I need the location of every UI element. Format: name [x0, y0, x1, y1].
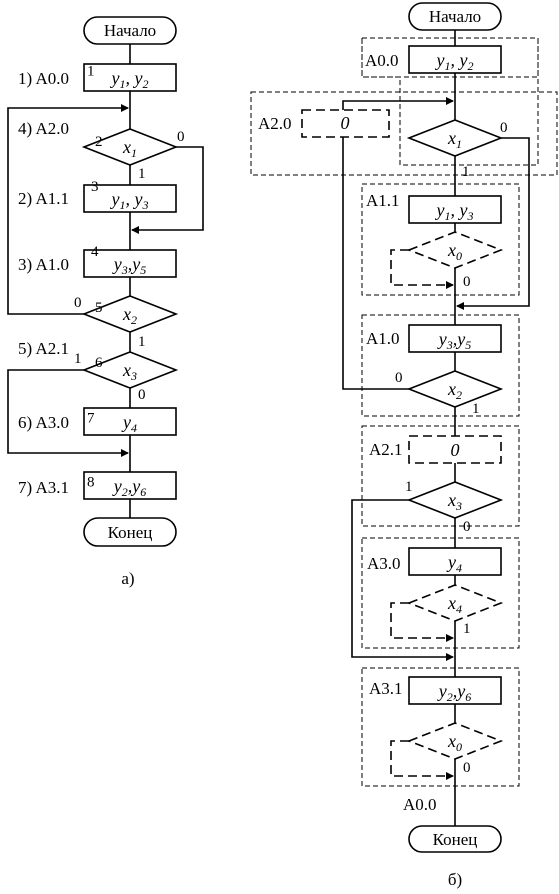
left-state-a10: 3) A1.0 [18, 255, 69, 274]
right-caption: б) [448, 870, 462, 889]
right-cond-x0-a31 [406, 722, 504, 760]
right-state-a21: A2.1 [369, 440, 403, 459]
left-state-a20: 4) A2.0 [18, 119, 69, 138]
left-start-terminal [83, 16, 177, 45]
left-state-a21: 5) A2.1 [18, 339, 69, 358]
left-caption: а) [121, 569, 134, 588]
left-x1-bypass-line [131, 146, 204, 234]
right-x3-bypass-line [351, 499, 454, 661]
right-end-label: Конец [433, 830, 478, 849]
right-op-zero-a21-label: 0 [451, 440, 460, 460]
right-x0-a31-label: 0 [463, 760, 471, 776]
right-x3-yes-label: 1 [405, 479, 413, 495]
right-op-y2-y6 [408, 676, 502, 705]
right-a20-entry-line [342, 97, 454, 110]
right-x1-bypass-line [456, 137, 530, 310]
right-start-label: Начало [429, 7, 481, 26]
right-group-a20 [250, 91, 558, 176]
right-cond-x3 [406, 481, 504, 519]
left-x3-yes-label: 1 [74, 351, 82, 367]
left-cond-x2 [81, 295, 179, 333]
right-op-y2-y6-label: y2,y6 [437, 681, 472, 704]
left-x3-no-label: 0 [138, 387, 146, 403]
left-flowchart: Начало 1 y1, y2 1) A0.0 4) A2.0 2 x1 0 1… [7, 16, 204, 588]
right-x2-no-label: 0 [395, 370, 403, 386]
right-op-y3-y5 [408, 324, 502, 353]
left-state-a30: 6) A3.0 [18, 413, 69, 432]
left-x2-yes-label: 1 [138, 334, 146, 350]
left-state-a31: 7) A3.1 [18, 478, 69, 497]
right-x0-a11-loop [390, 249, 454, 289]
right-op-y4 [408, 547, 502, 576]
right-group-a11 [361, 183, 520, 296]
right-state-a10: A1.0 [366, 329, 400, 348]
right-group-a31 [361, 667, 520, 787]
right-group-a21 [361, 425, 520, 527]
left-op-y3-y5 [83, 249, 177, 278]
left-block-number-2: 2 [95, 134, 103, 150]
left-op-y1-y3 [83, 184, 177, 213]
right-op-zero-a20-label: 0 [341, 113, 350, 133]
right-x1-no-label: 0 [500, 120, 508, 136]
right-start-terminal [408, 2, 502, 31]
right-state-a11: A1.1 [366, 191, 400, 210]
left-block-number-8: 8 [87, 475, 95, 491]
right-x2-yes-label: 1 [472, 401, 480, 417]
left-x3-bypass-line [7, 369, 129, 457]
right-cond-x0-a11 [406, 231, 504, 269]
left-end-label: Конец [108, 523, 153, 542]
right-state-a20: A2.0 [258, 114, 292, 133]
left-block-number-7: 7 [87, 411, 95, 427]
left-op-y3-y5-label: y3,y5 [112, 254, 147, 277]
left-op-y1-y3-label: y1, y3 [110, 189, 149, 212]
left-x1-no-label: 0 [177, 129, 185, 145]
left-start-label: Начало [104, 21, 156, 40]
left-op-y2-y6 [83, 471, 177, 500]
left-block-number-1: 1 [87, 64, 95, 80]
right-op-y1-y3-label: y1, y3 [435, 200, 474, 223]
left-block-number-5: 5 [95, 300, 103, 316]
left-op-y1-y2-label: y1, y2 [110, 68, 149, 91]
left-op-y4 [83, 407, 177, 436]
right-end-terminal [408, 825, 502, 853]
right-cond-x4 [406, 584, 504, 622]
right-op-y3-y5-label: y3,y5 [437, 329, 472, 352]
right-x0-a11-label: 0 [463, 274, 471, 290]
left-op-y1-y2 [83, 63, 177, 92]
right-op-y1-y3 [408, 195, 502, 224]
right-flowchart: Начало A0.0 y1, y2 A2.0 0 x1 0 1 A1.1 y1… [250, 2, 558, 889]
right-x4-loop [390, 602, 454, 642]
right-op-y1-y2 [408, 45, 502, 74]
right-state-a31: A3.1 [369, 679, 403, 698]
left-end-terminal [83, 517, 177, 547]
left-x2-no-label: 0 [74, 295, 82, 311]
left-state-a11: 2) A1.1 [18, 189, 69, 208]
right-x2-loopback-line [342, 137, 409, 390]
left-cond-x3 [81, 351, 179, 389]
left-op-y2-y6-label: y2,y6 [112, 476, 147, 499]
right-x4-label: 1 [463, 621, 471, 637]
right-cond-x2 [406, 370, 504, 408]
right-state-a30: A3.0 [367, 554, 401, 573]
right-state-a00-final: A0.0 [403, 795, 437, 814]
right-op-zero-a21 [408, 435, 502, 464]
right-group-a30 [361, 537, 520, 649]
left-block-number-6: 6 [95, 355, 103, 371]
right-op-zero-a20 [301, 109, 390, 138]
right-op-y1-y2-label: y1, y2 [435, 50, 474, 73]
left-state-a00: 1) A0.0 [18, 69, 69, 88]
right-x1-yes-label: 1 [462, 164, 470, 180]
right-x0-a31-loop [390, 740, 454, 780]
left-block-number-3: 3 [91, 179, 99, 195]
right-group-a10 [361, 314, 520, 417]
left-block-number-4: 4 [91, 244, 99, 260]
right-group-a00-outline [361, 38, 539, 166]
left-x2-loopback-line [7, 104, 129, 315]
left-x1-yes-label: 1 [138, 166, 146, 182]
right-state-a00: A0.0 [365, 51, 399, 70]
right-x3-no-label: 0 [463, 519, 471, 535]
